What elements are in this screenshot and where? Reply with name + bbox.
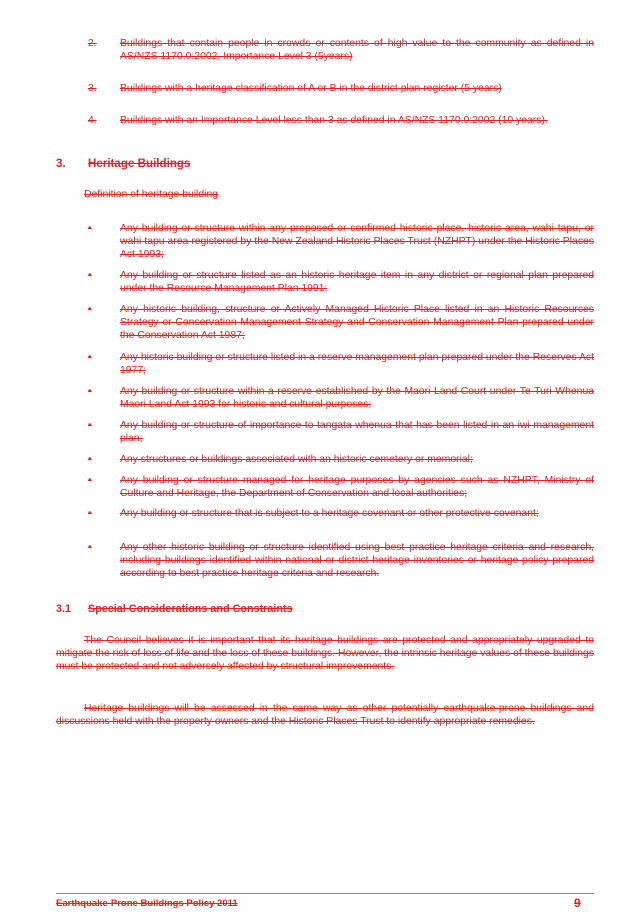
list-item: ▪ Any building or structure managed for … <box>88 474 594 500</box>
bullet-icon: ▪ <box>88 475 92 486</box>
list-item: ▪ Any structures or buildings associated… <box>88 453 594 466</box>
page-number: 9 <box>574 896 581 910</box>
list-item-text: Any historic building, structure or Acti… <box>120 304 594 341</box>
list-item-number: 4. <box>88 115 97 126</box>
bullet-icon: ▪ <box>88 304 92 315</box>
section-heading: 3. Heritage Buildings <box>56 157 190 171</box>
subsection-number: 3.1 <box>56 603 72 615</box>
section-title: Heritage Buildings <box>88 157 191 170</box>
bullet-icon: ▪ <box>88 420 92 431</box>
list-item: 3. Buildings with a heritage classificat… <box>88 82 594 95</box>
list-item-text: Buildings with a heritage classification… <box>120 83 502 94</box>
list-item: 2. Buildings that contain people in crow… <box>88 37 594 63</box>
footer-title: Earthquake-Prone Buildings Policy 2011 <box>56 898 238 909</box>
footer-rule <box>56 893 594 894</box>
bullet-icon: ▪ <box>88 454 92 465</box>
list-item-text: Buildings that contain people in crowds … <box>120 38 594 62</box>
paragraph-text: Heritage buildings will be assessed in t… <box>56 703 594 727</box>
list-item: ▪ Any building or structure listed as an… <box>88 269 594 295</box>
paragraph: The Council believes it is important tha… <box>56 634 594 673</box>
list-item: ▪ Any historic building or structure lis… <box>88 351 594 377</box>
list-item-text: Any building or structure that is subjec… <box>120 508 539 519</box>
list-item: ▪ Any building or structure within any p… <box>88 222 594 261</box>
list-item-text: Any building or structure within any pro… <box>120 223 594 260</box>
definition-label: Definition of heritage building <box>56 188 218 201</box>
paragraph-text: The Council believes it is important tha… <box>56 635 594 672</box>
list-item: ▪ Any building or structure of importanc… <box>88 419 594 445</box>
list-item-text: Buildings with an Importance Level less … <box>120 115 548 126</box>
list-item: ▪ Any building or structure within a res… <box>88 385 594 411</box>
list-item: 4. Buildings with an Importance Level le… <box>88 114 594 127</box>
bullet-icon: ▪ <box>88 223 92 234</box>
list-item-number: 3. <box>88 83 97 94</box>
list-item: ▪ Any building or structure that is subj… <box>88 507 594 520</box>
subsection-title: Special Considerations and Constraints <box>88 603 293 615</box>
list-item-text: Any building or structure listed as an h… <box>120 270 594 294</box>
bullet-icon: ▪ <box>88 508 92 519</box>
list-item-text: Any other historic building or structure… <box>120 542 594 579</box>
list-item-number: 2. <box>88 38 97 49</box>
list-item: ▪ Any other historic building or structu… <box>88 541 594 580</box>
list-item-text: Any building or structure of importance … <box>120 420 594 444</box>
bullet-icon: ▪ <box>88 542 92 553</box>
list-item-text: Any historic building or structure liste… <box>120 352 594 376</box>
list-item-text: Any structures or buildings associated w… <box>120 454 473 465</box>
definition-label-text: Definition of heritage building <box>84 189 219 200</box>
bullet-icon: ▪ <box>88 352 92 363</box>
subsection-heading: 3.1 Special Considerations and Constraint… <box>56 602 293 616</box>
bullet-icon: ▪ <box>88 270 92 281</box>
bullet-icon: ▪ <box>88 386 92 397</box>
list-item: ▪ Any historic building, structure or Ac… <box>88 303 594 342</box>
list-item-text: Any building or structure within a reser… <box>120 386 594 410</box>
list-item-text: Any building or structure managed for he… <box>120 475 594 499</box>
section-number: 3. <box>56 157 66 170</box>
paragraph: Heritage buildings will be assessed in t… <box>56 702 594 728</box>
